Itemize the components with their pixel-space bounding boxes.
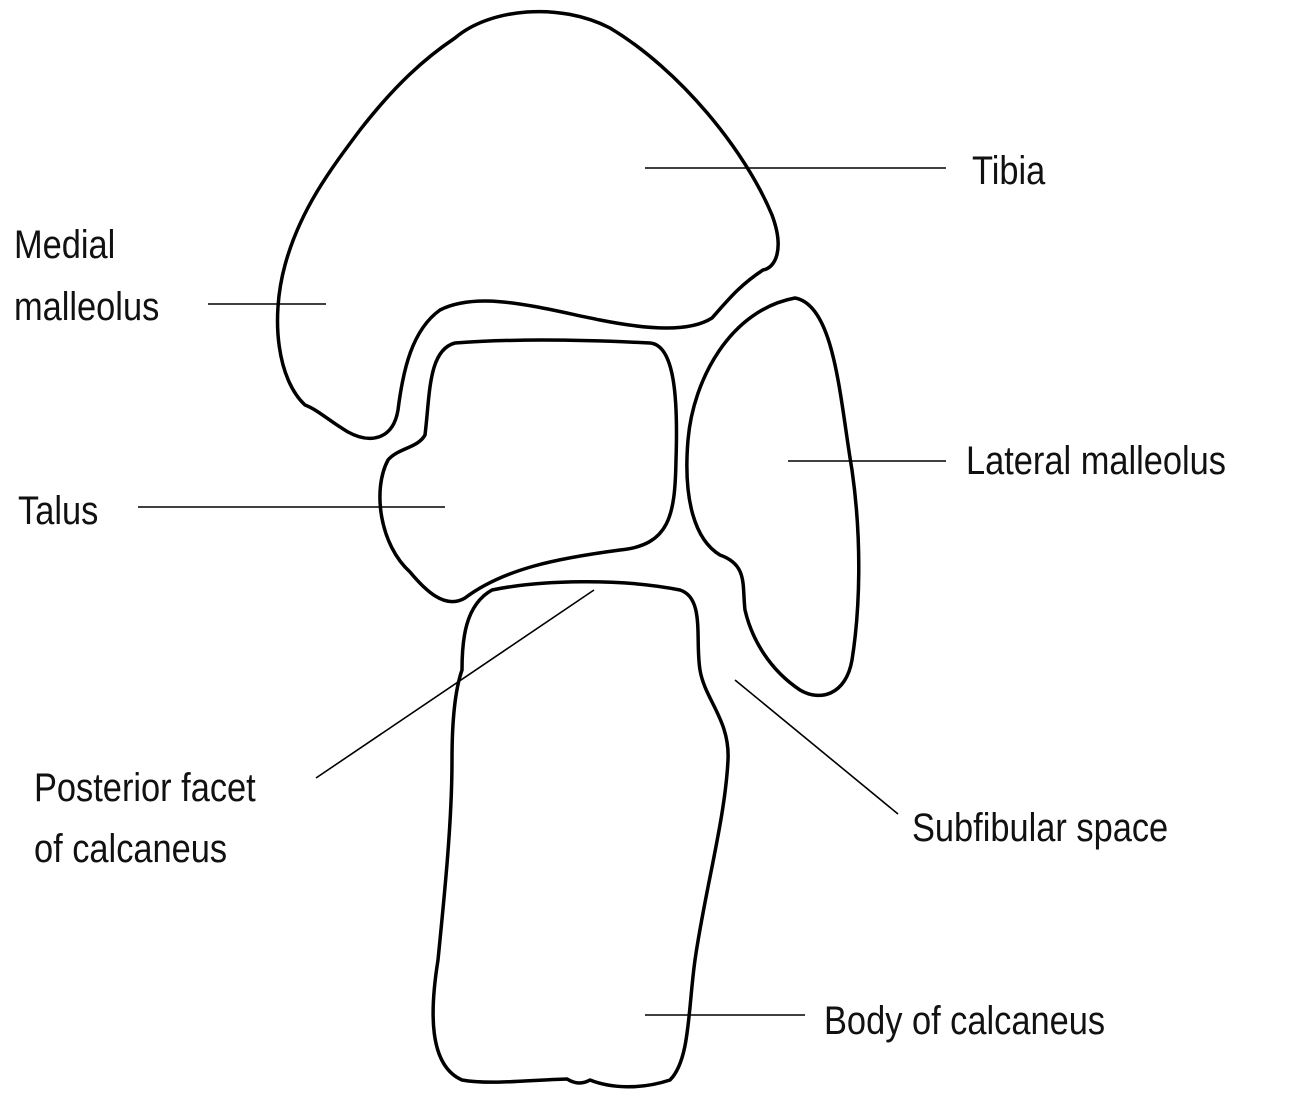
talus-bone xyxy=(380,340,677,602)
medial-malleolus-label-line1: Medial xyxy=(14,222,115,267)
lateral-malleolus-label: Lateral malleolus xyxy=(966,438,1226,483)
medial-malleolus-label-line2: malleolus xyxy=(14,284,159,329)
subfibular-space-label: Subfibular space xyxy=(912,805,1168,850)
calcaneus-bone xyxy=(433,582,728,1087)
posterior-facet-label-line2: of calcaneus xyxy=(34,826,227,871)
talus-label: Talus xyxy=(18,488,98,533)
tibia-label: Tibia xyxy=(972,148,1046,193)
lateral-malleolus-bone xyxy=(687,298,859,695)
body-of-calcaneus-label: Body of calcaneus xyxy=(824,998,1105,1043)
subfibular-space-leader-line xyxy=(735,680,898,814)
posterior-facet-label-line1: Posterior facet xyxy=(34,765,256,810)
